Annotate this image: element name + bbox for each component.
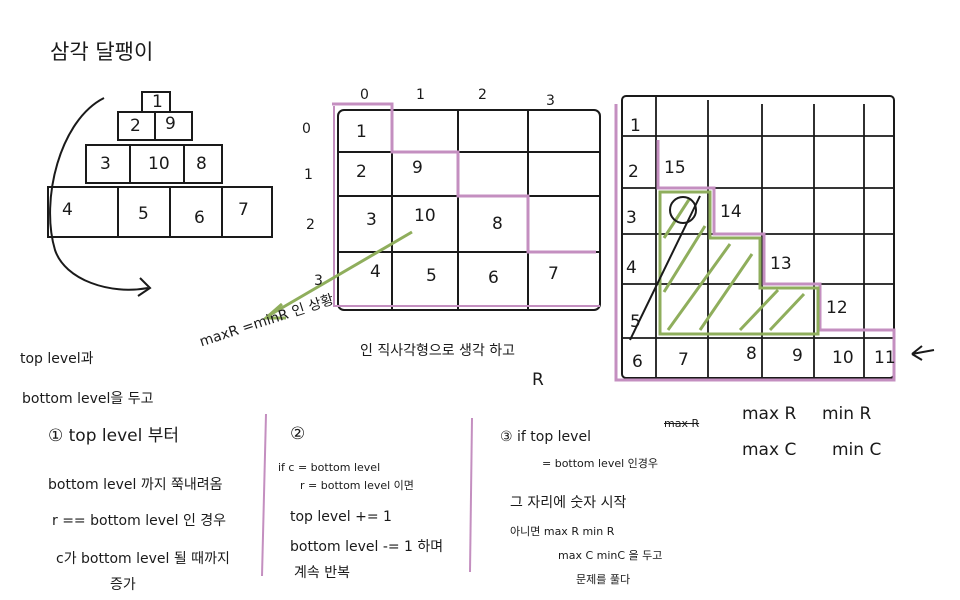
grid1-caption: 인 직사각형으로 생각 하고 (360, 343, 516, 359)
scribbled-note: max R (664, 417, 700, 430)
grid2-diagonal-line (629, 195, 701, 341)
grid2-cell: 4 (626, 258, 637, 278)
grid2-cell: 6 (632, 352, 643, 372)
pyramid-cell: 10 (148, 154, 170, 174)
grid2-cell: 14 (720, 202, 742, 222)
page-title: 삼각 달팽이 (50, 40, 154, 64)
grid1-col-header: 0 (360, 87, 369, 103)
bounds-min-c: min C (832, 440, 882, 460)
intro-line-1: top level과 (20, 351, 94, 367)
grid2-frame (621, 95, 895, 379)
grid2-cell: 2 (628, 162, 639, 182)
grid2-cell: 8 (746, 344, 757, 364)
grid1-cell: 2 (356, 162, 367, 182)
grid1-row-header: 1 (304, 167, 313, 183)
grid2-cell: 9 (792, 346, 803, 366)
step2-line-2: r = bottom level 이면 (300, 479, 414, 492)
grid2-cols (655, 96, 865, 378)
step2-title: ② (290, 424, 306, 444)
green-arrow-head-icon (262, 302, 286, 320)
step3-title: ③ if top level (500, 429, 591, 445)
pyramid-cell: 2 (130, 116, 141, 136)
bounds-min-r: min R (822, 404, 872, 424)
step3-line-4: max C minC 을 두고 (558, 549, 663, 562)
grid2-cell: 10 (832, 348, 854, 368)
grid2-inner-region (658, 190, 820, 336)
bounds-max-r: max R (742, 404, 797, 424)
intro-line-2: bottom level을 두고 (22, 391, 154, 407)
step1-line-2: r == bottom level 인 경우 (52, 513, 227, 529)
pointer-arrow-icon (911, 345, 935, 361)
step2-line-5: 계속 반복 (294, 565, 350, 581)
grid1-pink-border (333, 106, 600, 307)
grid2-cell: 12 (826, 298, 848, 318)
grid1-cell: 6 (488, 268, 499, 288)
grid1-row-header: 2 (306, 217, 315, 233)
grid1-col-header: 3 (546, 93, 555, 109)
grid1-cell: 4 (370, 262, 381, 282)
step2-line-3: top level += 1 (290, 509, 392, 525)
pyramid-cell: 8 (196, 154, 207, 174)
step3-line-1: = bottom level 인경우 (542, 457, 659, 470)
grid2-cell: 1 (630, 116, 641, 136)
grid1-cell: 5 (426, 266, 437, 286)
grid1-cell: 10 (414, 206, 436, 226)
bounds-max-c: max C (742, 440, 797, 460)
grid1-col-header: 2 (478, 87, 487, 103)
grid2-cell: 7 (678, 350, 689, 370)
step3-line-2: 그 자리에 숫자 시작 (510, 495, 627, 511)
step1-line-4: 증가 (110, 577, 136, 593)
grid2-cell: 15 (664, 158, 686, 178)
grid1-staircase-outline (332, 102, 596, 254)
green-arrow-line (267, 230, 413, 318)
step3-line-3: 아니면 max R min R (510, 525, 615, 538)
grid1-cell: 1 (356, 122, 367, 142)
pyramid-cell: 7 (238, 200, 249, 220)
grid1-col-header: 1 (416, 87, 425, 103)
step2-line-1: if c = bottom level (278, 461, 381, 474)
grid1-cell: 9 (412, 158, 423, 178)
grid2-staircase-outline (614, 104, 896, 382)
grid1-cell: 7 (548, 264, 559, 284)
divider-right (469, 417, 473, 573)
grid1-caption-r: R (532, 370, 544, 390)
grid2-cell: 11 (874, 348, 896, 368)
pyramid-boxes (47, 91, 273, 238)
grid1-cell: 8 (492, 214, 503, 234)
pyramid-cell: 5 (138, 204, 149, 224)
step1-title: ① top level 부터 (48, 426, 180, 446)
grid1-cell: 3 (366, 210, 377, 230)
step2-line-4: bottom level -= 1 하며 (290, 539, 444, 555)
arrow-head-icon (137, 277, 152, 297)
grid1-row-header: 0 (302, 121, 311, 137)
grid2-cell: 5 (630, 312, 641, 332)
step1-line-1: bottom level 까지 쭉내려옴 (48, 477, 223, 493)
grid2-circled-cell-icon (669, 196, 697, 224)
divider-left (261, 413, 267, 577)
grid2-cell: 13 (770, 254, 792, 274)
pyramid-cell: 3 (100, 154, 111, 174)
curved-arrow-icon (49, 97, 149, 291)
step3-line-5: 문제를 풀다 (576, 573, 631, 586)
pyramid-cell: 4 (62, 200, 73, 220)
grid1-row-header: 3 (314, 273, 323, 289)
grid2-hatching (662, 197, 806, 332)
step1-line-3: c가 bottom level 될 때까지 (56, 551, 230, 567)
grid2-cell: 3 (626, 208, 637, 228)
pyramid-cell: 9 (165, 114, 176, 134)
pyramid-cell: 6 (194, 208, 205, 228)
pyramid-cell: 1 (152, 92, 163, 112)
